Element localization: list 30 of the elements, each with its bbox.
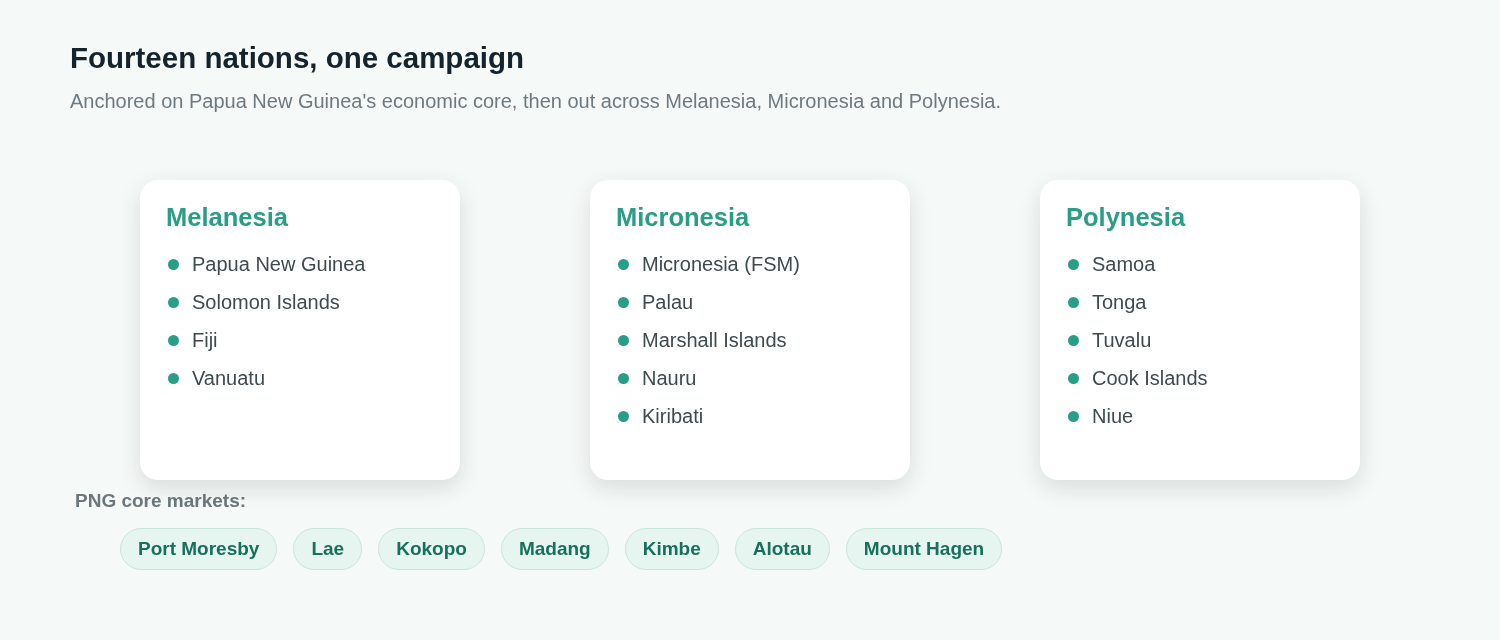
country-name: Kiribati	[642, 404, 704, 428]
region-card	[140, 180, 460, 480]
country-name: Samoa	[1092, 252, 1156, 276]
country-name: Papua New Guinea	[192, 252, 366, 276]
region-card	[1040, 180, 1360, 480]
city-tag: Mount Hagen	[845, 528, 1003, 570]
city-tag: Lae	[293, 528, 363, 570]
country-name: Tuvalu	[1092, 328, 1152, 352]
subtitle: Anchored on Papua New Guinea's economic core, then out across Melanesia, Micronesia and Polynesia.	[70, 89, 1001, 113]
city-tag: Port Moresby	[120, 528, 278, 570]
region-heading: Micronesia	[616, 202, 750, 232]
title: Fourteen nations, one campaign	[70, 40, 525, 76]
country-name: Marshall Islands	[642, 328, 787, 352]
section-label: PNG core markets:	[75, 489, 247, 512]
country-name: Tonga	[1092, 290, 1147, 314]
city-tag: Kimbe	[624, 528, 719, 570]
country-name: Fiji	[192, 328, 218, 352]
country-name: Micronesia (FSM)	[642, 252, 800, 276]
country-name: Niue	[1092, 404, 1134, 428]
city-tag: Kokopo	[378, 528, 485, 570]
region-heading: Polynesia	[1066, 202, 1186, 232]
city-tag: Alotau	[734, 528, 830, 570]
city-tag: Madang	[500, 528, 609, 570]
country-name: Palau	[642, 290, 694, 314]
region-card	[590, 180, 910, 480]
country-name: Nauru	[642, 366, 697, 390]
country-name: Vanuatu	[192, 366, 266, 390]
country-name: Solomon Islands	[192, 290, 340, 314]
country-name: Cook Islands	[1092, 366, 1208, 390]
region-heading: Melanesia	[166, 202, 288, 232]
